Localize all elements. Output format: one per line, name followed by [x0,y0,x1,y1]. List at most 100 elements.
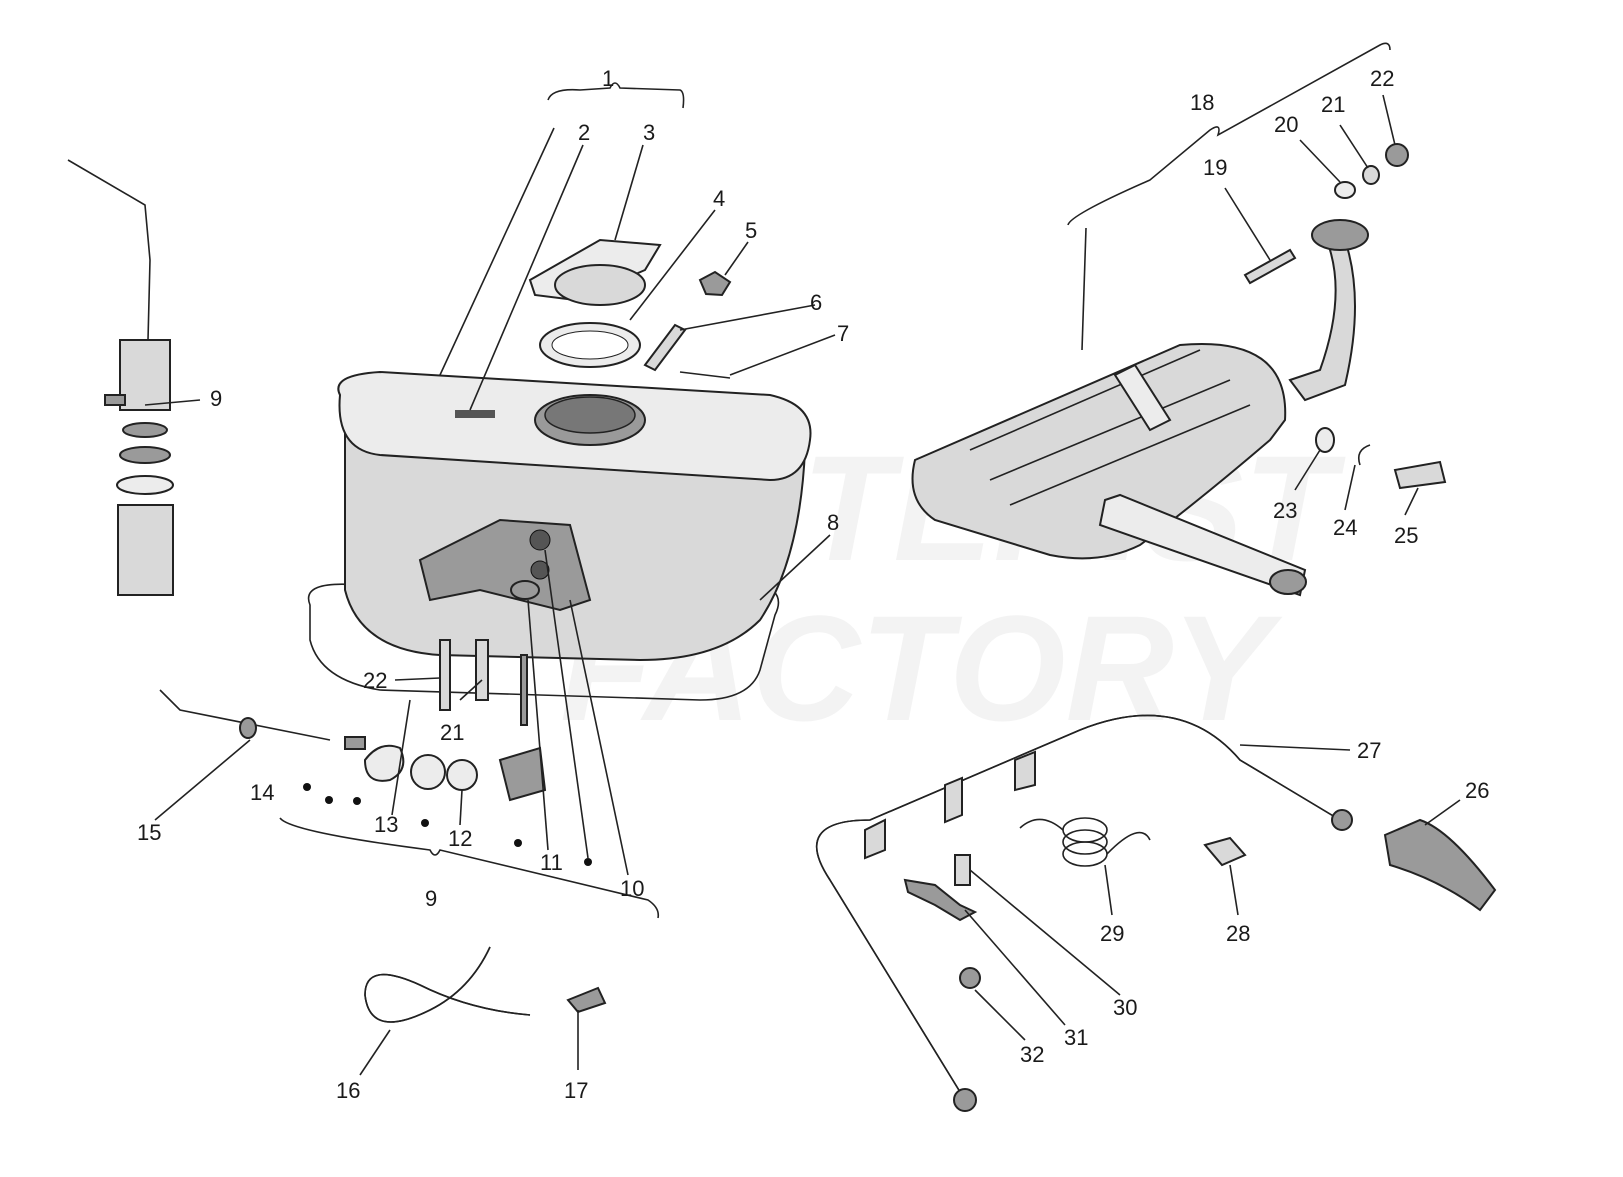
leader-2 [469,144,584,411]
callout-14: 14 [250,780,274,805]
screw-22-icon [439,639,451,711]
fuel-tank-icon [307,370,812,701]
rod-14 [159,689,331,741]
callout-19: 19 [1203,155,1227,180]
long-rod-icon [520,654,528,726]
leader-21b [1339,124,1369,169]
rear-bar-icon [815,714,1353,1112]
muffler-rib-2 [989,379,1231,481]
brace-9 [279,817,660,919]
leader-28 [1229,864,1239,916]
callout-8: 8 [827,510,839,535]
tap-lever [104,394,126,406]
callout-15: 15 [137,820,161,845]
callout-23: 23 [1273,498,1297,523]
cap-gasket-hole [551,330,629,360]
callout-6: 6 [810,290,822,315]
callout-labels: 1 2 3 4 5 6 7 8 9 9 10 11 12 13 14 15 16… [137,66,1489,1103]
callout-20: 20 [1274,112,1298,137]
clamp-31-icon [903,878,978,922]
tank-gasket [307,579,780,701]
muffler-rib-3 [1009,404,1251,506]
washer-11-icon [510,580,540,600]
muffler-icon [911,219,1369,597]
bolt-25-icon [1393,460,1447,490]
bar-bracket-2 [944,776,963,824]
callout-32: 32 [1020,1042,1044,1067]
leader-25 [1404,487,1419,516]
callout-22-muffler: 22 [1370,66,1394,91]
callout-25: 25 [1394,523,1418,548]
callout-16: 16 [336,1078,360,1103]
hose-tube [364,946,531,1023]
callout-4: 4 [713,186,725,211]
bolt-30-icon [954,854,971,886]
bar-fill [815,714,1341,1101]
tap-tube [67,159,151,341]
leader-22a [394,677,441,681]
spring-washer-21-icon [1362,165,1380,185]
washer-23-icon [1315,427,1335,453]
leader-10 [569,599,629,876]
leader-18a [1081,227,1087,351]
bar-end-1 [953,1088,977,1112]
tap-filter [117,504,174,596]
leader-lines [144,42,1461,1076]
dot-1 [303,783,311,791]
leader-11 [527,599,549,851]
leader-5 [724,241,749,276]
leader-27 [1239,744,1351,751]
callout-26: 26 [1465,778,1489,803]
dot-2 [325,796,333,804]
tap-valve-icon [498,746,547,802]
leader-31 [964,909,1066,1026]
callout-2: 2 [578,120,590,145]
dot-6 [584,858,592,866]
leader-8 [759,534,831,601]
callout-17: 17 [564,1078,588,1103]
bar-bracket-1 [864,818,886,860]
clip-28-icon [1203,836,1247,867]
bar-end-2 [1331,809,1353,831]
tap-washer-2 [119,446,171,464]
leader-6 [679,304,816,331]
tailpipe-opening [1269,569,1307,595]
bar-bracket-3 [1014,750,1036,792]
disc-12-icon [446,759,478,791]
callout-12: 12 [448,826,472,851]
washer-20-icon [1334,181,1356,199]
callout-22-tap: 22 [363,668,387,693]
ferrule-icon [344,736,366,750]
muffler-bracket [1113,363,1172,432]
plate-13-icon [363,744,405,782]
callout-9-set: 9 [425,886,437,911]
grip-26-icon [1383,818,1497,912]
leader-20 [1299,139,1341,183]
rod-nut [239,717,257,739]
callout-29: 29 [1100,921,1124,946]
exhaust-clamp [1311,219,1369,251]
tap-small-parts [303,580,592,866]
tap-body [119,339,171,411]
leader-26 [1424,799,1461,826]
callout-30: 30 [1113,995,1137,1020]
fuel-hose-icon [364,946,531,1023]
brace-1 [547,82,685,109]
leader-16 [359,1029,391,1076]
wing-nut-icon [698,270,732,297]
leader-30 [969,869,1121,996]
callout-21-muffler: 21 [1321,92,1345,117]
leader-1a [439,127,555,376]
bolt-21-icon [475,639,489,701]
leader-10b [544,549,589,859]
leader-3 [614,144,644,241]
leader-22b [1382,94,1396,146]
callout-11: 11 [540,850,563,875]
callout-24: 24 [1333,515,1357,540]
callout-28: 28 [1226,921,1250,946]
tap-washer-1 [122,422,168,438]
callout-21-tap: 21 [440,720,464,745]
callout-5: 5 [745,218,757,243]
